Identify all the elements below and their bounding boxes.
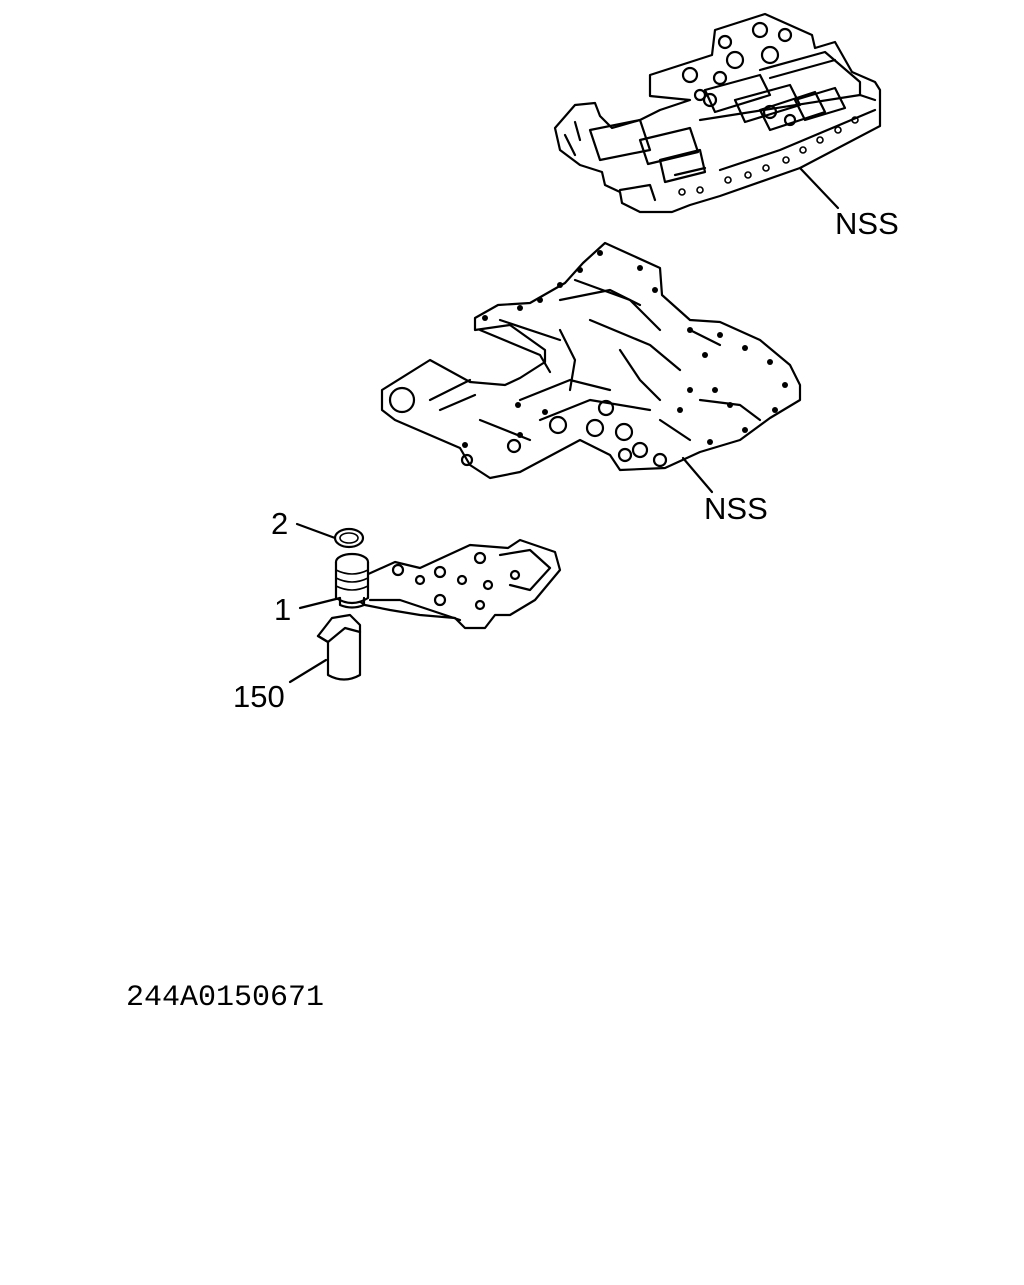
callout-solenoid: 1: [274, 592, 292, 627]
callout-upper-valve-body: NSS: [835, 206, 899, 241]
figure-number: 244A0150671: [126, 981, 325, 1015]
lower-valve-body: [380, 241, 802, 480]
leader-lower-nss: [681, 456, 714, 494]
solenoid-assembly: [334, 538, 562, 630]
callout-connector: 150: [233, 679, 285, 714]
upper-valve-body: [553, 12, 882, 214]
leader-connector: [288, 658, 328, 684]
leader-upper-nss: [798, 166, 840, 210]
leader-solenoid: [298, 596, 342, 610]
connector: [316, 613, 362, 681]
callout-lower-valve-body: NSS: [704, 491, 768, 526]
callout-o-ring: 2: [271, 506, 289, 541]
leader-o-ring: [295, 522, 337, 540]
